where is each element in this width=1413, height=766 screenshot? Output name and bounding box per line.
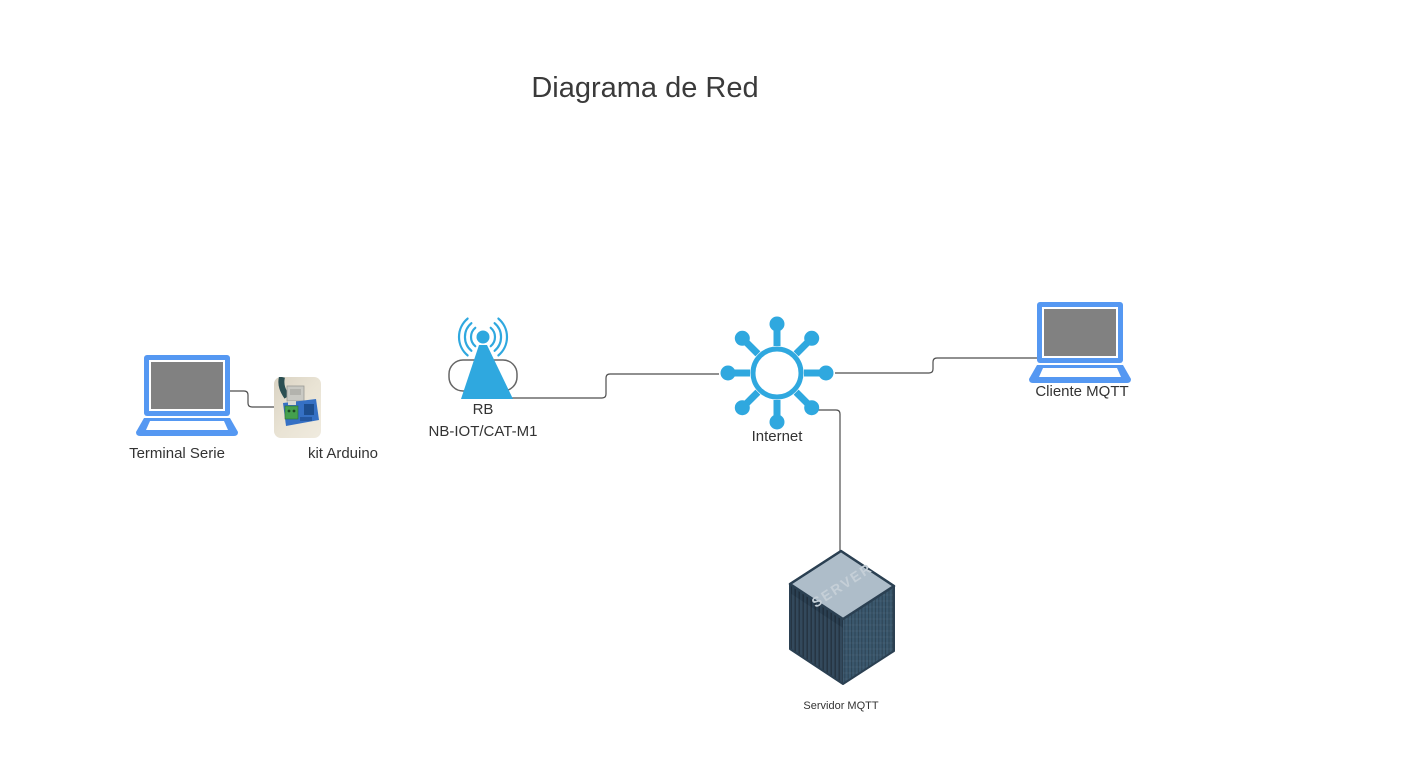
radio-base-label: RB NB-IOT/CAT-M1 (429, 399, 538, 443)
wire-internet-client (835, 357, 1038, 374)
wire-internet-server (816, 409, 841, 551)
servidor-mqtt-label: Servidor MQTT (803, 700, 879, 712)
antenna-icon (448, 317, 518, 399)
terminal-serie-label: Terminal Serie (129, 445, 225, 462)
internet-label: Internet (751, 428, 803, 445)
kit-arduino-node[interactable] (274, 376, 321, 443)
wire-antenna-internet (511, 373, 719, 399)
page-title: Diagrama de Red (531, 72, 759, 104)
terminal-serie-node[interactable] (136, 355, 238, 442)
radio-base-label-line1: RB (472, 401, 494, 418)
kit-arduino-label: kit Arduino (307, 445, 379, 462)
internet-node[interactable] (719, 315, 835, 436)
cliente-mqtt-label: Cliente MQTT (1035, 383, 1129, 400)
network-hub-icon (720, 316, 834, 430)
wire-terminal-arduino (229, 390, 277, 408)
arduino-photo (274, 376, 321, 438)
laptop-icon (136, 355, 238, 436)
servidor-mqtt-node[interactable]: SERVER (786, 548, 898, 691)
server-icon: SERVER (788, 549, 896, 685)
cliente-mqtt-node[interactable] (1029, 302, 1131, 389)
laptop-icon (1029, 302, 1131, 383)
radio-base-label-line2: NB-IOT/CAT-M1 (428, 423, 538, 440)
radio-base-node[interactable] (440, 317, 528, 406)
